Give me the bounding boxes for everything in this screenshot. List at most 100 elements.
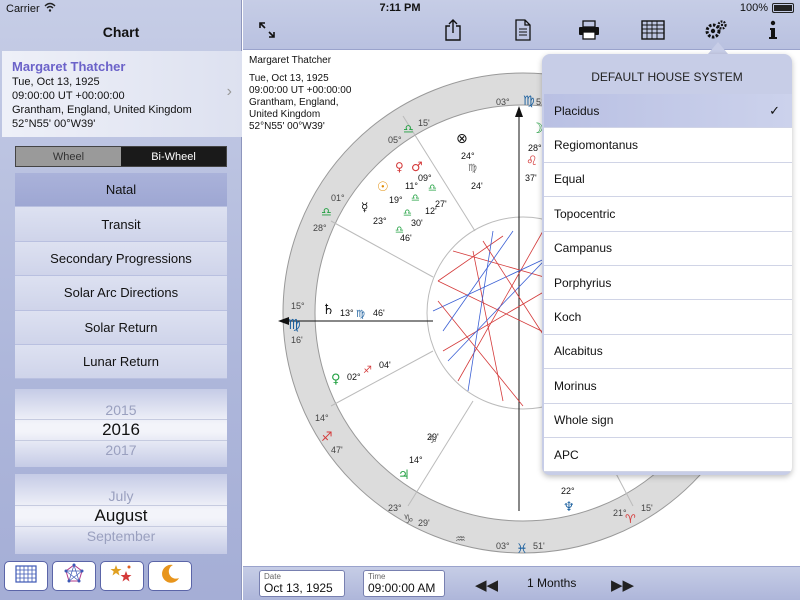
moon-button[interactable] [148,561,192,591]
house-option-morinus[interactable]: Morinus [544,369,792,404]
stars-button[interactable] [100,561,144,591]
expand-icon[interactable] [255,18,279,42]
virgo-marker: ♍ [356,309,365,320]
mercury-deg: 23° [373,216,387,226]
cusp-14: 14° [315,413,329,423]
jupiter-icon: ♃ [398,468,410,483]
house-option-label: Alcabitus [554,344,603,359]
wifi-icon [44,2,56,15]
popover-arrow [708,42,728,54]
house-option-porphyrius[interactable]: Porphyrius [544,265,792,301]
house-option-label: Equal [554,172,585,187]
house-option-label: Regiomontanus [554,138,639,153]
point-37: 37' [525,173,537,183]
planet-labels: 24° 24' 09° 11° 19° 27' 12' 23° 30' 46' … [340,143,575,496]
cusp-47: 47' [331,445,343,455]
house-option-label: Topocentric [554,206,616,221]
month-picker[interactable]: July August September [15,474,227,554]
year-picker[interactable]: 2015 2016 2017 [15,389,227,467]
stars-icon [109,563,135,590]
uranus-deg: 22° [561,486,575,496]
menu-item-secondary-progressions[interactable]: Secondary Progressions [15,241,227,277]
person-coords: 52°N55' 00°W39' [12,118,96,130]
saturn-min: 46' [373,308,385,318]
neptune-icon: ♆ [563,500,575,515]
chart-info-coords: 52°N55' 00°W39' [249,121,325,132]
menu-item-lunar-return[interactable]: Lunar Return [15,344,227,380]
sun-deg: 19° [389,195,403,205]
cusp-28: 28° [313,223,327,233]
chart-info-name: Margaret Thatcher [249,55,332,66]
saturn-deg: 13° [340,308,354,318]
bottom-toolbar: Date Oct 13, 1925 Time 09:00:00 AM ◀◀ 1 … [243,566,800,600]
node-deg: 24° [461,151,475,161]
pluto-min: 12' [425,206,437,216]
grid-icon [15,564,37,588]
printer-icon[interactable] [577,18,601,42]
house-option-koch[interactable]: Koch [544,300,792,335]
cusp-left-deg: 15° [291,301,305,311]
gear-icon[interactable] [704,18,728,42]
saturn-icon: ♄ [322,302,335,318]
table-icon[interactable] [641,18,665,42]
house-option-campanus[interactable]: Campanus [544,231,792,266]
menu-item-natal[interactable]: Natal [15,173,227,208]
chart-info-time: 09:00:00 UT +00:00:00 [249,85,352,96]
sun-icon: ☉ [377,180,389,195]
planets: ⊗ ♀ ♂ ☉ ☿ ♄ ♀ ♃ ☽ ♌ ♆ [322,121,575,515]
cusp-left-min: 16' [291,335,303,345]
point-30: 30' [411,218,423,228]
house-option-label: Whole sign [554,413,614,428]
fast-forward-icon[interactable]: ▶▶ [611,577,635,594]
house-option-regiomontanus[interactable]: Regiomontanus [544,128,792,163]
house-option-topocentric[interactable]: Topocentric [544,197,792,232]
document-icon[interactable] [511,18,535,42]
capricorn-marker: ♑ [428,435,437,446]
chart-info: Margaret Thatcher Tue, Oct 13, 1925 09:0… [249,55,351,133]
house-option-alcabitus[interactable]: Alcabitus [544,334,792,370]
step-interval[interactable]: 1 Months [527,576,577,590]
time-field[interactable]: Time 09:00:00 AM [363,570,445,597]
moon-node-icon: ♀ [395,160,404,174]
house-option-label: Morinus [554,378,597,393]
house-option-label: Koch [554,310,582,325]
share-icon[interactable] [441,18,465,42]
menu-item-solar-return[interactable]: Solar Return [15,310,227,345]
menu-item-transit[interactable]: Transit [15,207,227,242]
pisces-glyph: ♓ [516,542,528,557]
zodiac-glyphs: ♍ ♎ ♎ ♍ ♐ ♑ ♒ ♓ ♈ [288,94,636,557]
house-option-placidus[interactable]: Placidus ✓ [544,94,792,129]
node-min: 24' [471,181,483,191]
rewind-icon[interactable]: ◀◀ [475,577,499,594]
date-field[interactable]: Date Oct 13, 1925 [259,570,345,597]
jupiter-min: 29' [427,432,439,442]
segment-bi-wheel[interactable]: Bi-Wheel [121,147,226,166]
battery-icon [772,3,794,13]
cusp-21: 21° [613,508,627,518]
person-time: 09:00:00 UT +00:00:00 [12,90,125,102]
time-field-label: Time [368,572,386,581]
menu-item-solar-arc-directions[interactable]: Solar Arc Directions [15,276,227,311]
grid-view-button[interactable] [4,561,48,591]
house-option-whole-sign[interactable]: Whole sign [544,403,792,438]
venus-icon: ♀ [331,372,341,387]
month-next: September [86,528,156,544]
cusp-15: 15' [418,118,430,128]
house-option-apc[interactable]: APC [544,437,792,473]
cusp-29: 29' [418,518,430,528]
aries-glyph: ♈ [625,512,636,526]
jupiter-deg: 14° [409,455,423,465]
time-field-value: 09:00:00 AM [368,581,436,595]
capricorn-glyph: ♑ [403,512,414,526]
sign-markers: ♎ ♎ ♎ ♎ ♍ ♐ ♑ ♍ [356,163,477,446]
mars-min: 27' [435,199,447,209]
year-prev: 2015 [105,402,137,418]
house-option-equal[interactable]: Equal [544,162,792,198]
person-card[interactable]: Margaret Thatcher Tue, Oct 13, 1925 09:0… [2,51,242,137]
month-prev: July [108,488,134,504]
person-date: Tue, Oct 13, 1925 [12,76,100,88]
leo-glyph: ♌ [526,154,538,169]
segment-wheel[interactable]: Wheel [16,147,121,166]
info-icon[interactable] [761,18,785,42]
aspect-web-button[interactable] [52,561,96,591]
